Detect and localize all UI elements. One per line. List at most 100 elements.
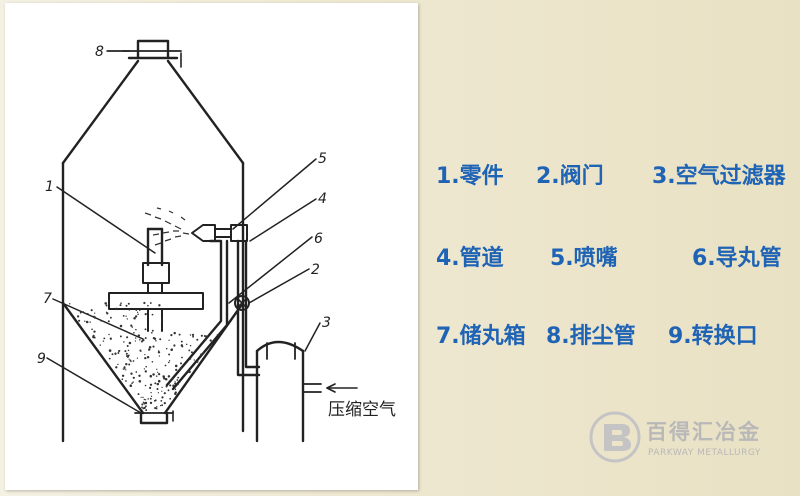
shot-particle xyxy=(94,312,96,314)
shot-particle xyxy=(78,319,81,322)
shot-particle xyxy=(143,398,146,401)
shot-particle xyxy=(140,396,142,398)
legend-row-3: 7.储丸箱 8.排尘管 9.转换口 xyxy=(430,318,790,358)
shot-particle xyxy=(160,404,162,407)
exhaust-pipe xyxy=(136,39,170,60)
shot-particle xyxy=(150,331,153,334)
shot-particle xyxy=(216,334,218,336)
callout-4: 4 xyxy=(318,191,327,207)
callout-5: 5 xyxy=(318,151,327,167)
shot-particle xyxy=(163,392,166,395)
shot-particle xyxy=(91,328,93,331)
shot-particle xyxy=(152,345,155,348)
shot-particle xyxy=(137,334,141,337)
shot-particle xyxy=(154,407,157,410)
shot-particle xyxy=(115,366,118,369)
shot-particle xyxy=(176,379,179,381)
shot-particle xyxy=(79,311,82,314)
shot-particle xyxy=(86,312,89,315)
shot-particle xyxy=(134,337,137,339)
shot-particle xyxy=(149,374,153,378)
shot-particle xyxy=(157,392,160,394)
legend-item-dust-pipe: 8.排尘管 xyxy=(546,324,636,349)
shot-particle xyxy=(130,360,132,363)
shot-particle xyxy=(132,381,134,383)
shot-particle xyxy=(106,312,109,315)
legend-item-part: 1.零件 xyxy=(436,164,504,189)
shot-particle xyxy=(149,302,152,304)
shot-particle xyxy=(180,340,183,343)
shot-particle xyxy=(144,353,146,356)
shot-particle xyxy=(141,403,144,406)
shot-particle xyxy=(145,405,147,408)
shot-particle xyxy=(150,391,152,394)
shot-particle xyxy=(177,383,179,386)
shot-particle xyxy=(93,315,95,318)
shot-particle xyxy=(108,333,110,336)
shot-particle xyxy=(93,336,96,339)
shot-particle xyxy=(126,336,129,339)
shot-particle xyxy=(137,313,139,316)
shot-particle xyxy=(143,301,146,305)
shot-particle xyxy=(196,360,199,363)
shot-particle xyxy=(121,374,125,378)
shot-particle xyxy=(156,368,158,370)
shot-particle xyxy=(167,389,170,392)
legend-row-1: 1.零件 2.阀门 3.空气过滤器 xyxy=(430,158,790,198)
shot-particle xyxy=(102,340,105,342)
shot-particle xyxy=(151,361,154,363)
shot-particle xyxy=(150,395,153,397)
shot-particle xyxy=(181,356,183,359)
shot-particle xyxy=(123,366,126,369)
shot-particle xyxy=(118,349,121,352)
shot-particle xyxy=(151,313,154,316)
shot-particle xyxy=(161,404,164,407)
shot-particle xyxy=(193,359,195,361)
shot-particle xyxy=(157,350,160,352)
parkway-logo-icon xyxy=(589,411,641,463)
shot-blasting-diagram: 8 1 7 9 5 4 6 2 3 压缩空气 xyxy=(37,39,396,443)
shot-particle xyxy=(124,368,126,370)
watermark-brand-name: 百得汇冶金 xyxy=(646,420,761,444)
shot-particle xyxy=(157,371,159,373)
shot-particle xyxy=(132,360,135,362)
shot-particle xyxy=(157,379,161,383)
shot-particle xyxy=(124,350,127,353)
shot-particle xyxy=(161,386,163,389)
shot-particle xyxy=(100,320,102,322)
shot-particle xyxy=(82,311,85,313)
shot-particle xyxy=(169,397,172,400)
shot-particle xyxy=(157,351,161,354)
shot-hopper xyxy=(61,301,145,415)
shot-particle xyxy=(165,347,168,350)
shot-particle xyxy=(153,337,157,341)
shot-particle xyxy=(160,400,163,402)
shot-particle xyxy=(144,370,147,373)
shot-particle xyxy=(151,329,154,332)
shot-particle xyxy=(131,326,134,328)
shot-particle xyxy=(157,372,161,376)
shot-particle xyxy=(138,380,142,383)
shot-particle xyxy=(137,393,140,396)
shot-particle xyxy=(190,351,193,354)
shot-particle xyxy=(200,334,203,337)
shot-particle xyxy=(68,303,71,305)
shot-particle xyxy=(143,406,146,410)
shot-particle xyxy=(174,392,176,394)
shot-particle xyxy=(121,378,123,380)
shot-particle xyxy=(131,382,133,384)
shot-particle xyxy=(179,366,183,370)
air-pipe xyxy=(236,239,261,377)
shot-particle xyxy=(119,304,122,307)
shot-particle xyxy=(161,396,164,399)
callout-7: 7 xyxy=(43,291,52,307)
shot-particle xyxy=(168,361,170,364)
shot-particle xyxy=(120,302,122,305)
shot-particle xyxy=(205,335,208,338)
shot-particle xyxy=(104,302,107,305)
shot-particle xyxy=(125,315,127,317)
shot-particle xyxy=(84,320,86,322)
shot-particle xyxy=(189,357,192,360)
shot-particle xyxy=(126,318,128,320)
shot-particle xyxy=(164,364,167,367)
